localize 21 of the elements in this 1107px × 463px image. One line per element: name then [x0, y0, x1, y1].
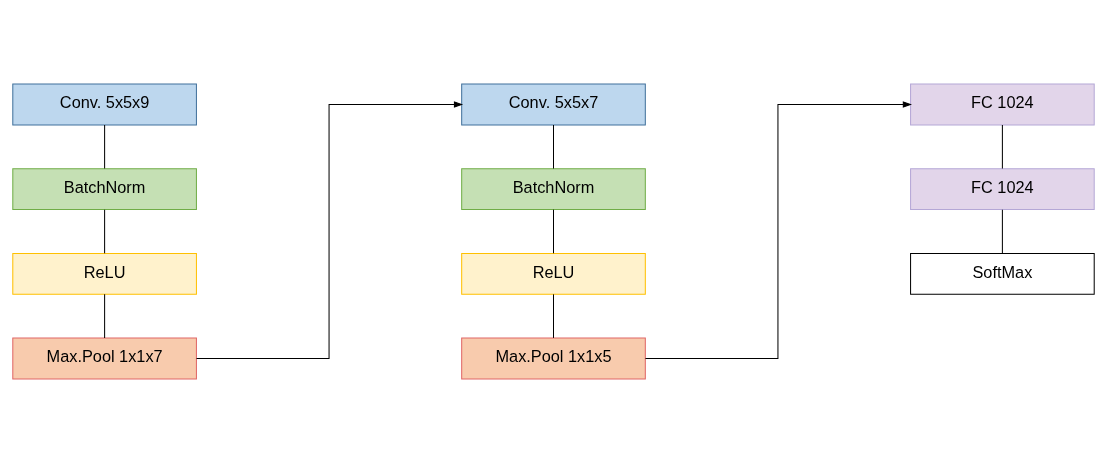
connector [1001, 209, 1003, 254]
connector [1001, 124, 1003, 170]
connector [553, 124, 554, 170]
node-box: FC 1024 [910, 168, 1095, 211]
node-box: Conv. 5x5x7 [461, 83, 646, 126]
connector [553, 209, 554, 254]
node-box: Max.Pool 1x1x7 [12, 337, 197, 380]
node-box: ReLU [461, 252, 646, 295]
arrow [644, 101, 912, 360]
node-box: Max.Pool 1x1x5 [461, 337, 646, 380]
connector [104, 293, 106, 339]
arrow [196, 101, 464, 360]
connector [104, 124, 106, 170]
node-box: ReLU [12, 252, 197, 295]
connector [104, 209, 106, 254]
node-box: BatchNorm [461, 168, 646, 211]
node-box: BatchNorm [12, 168, 197, 211]
node-box: SoftMax [910, 252, 1095, 295]
connector [553, 293, 554, 339]
node-box: Conv. 5x5x9 [12, 83, 197, 126]
node-box: FC 1024 [910, 83, 1095, 126]
